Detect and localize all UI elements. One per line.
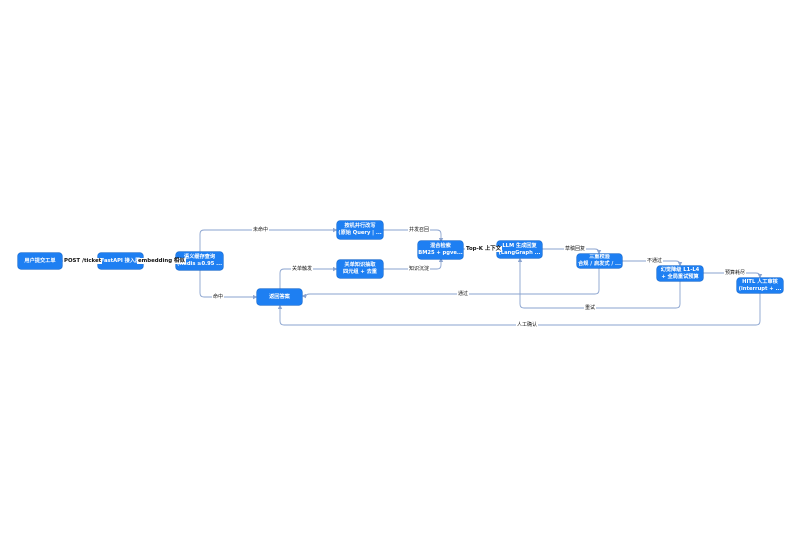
node-hybrid-retrieval[interactable]: 混合检索 BM25 + pgve... <box>418 241 463 259</box>
edge-halluc-llm <box>517 257 681 309</box>
edge-review3-halluc <box>622 260 683 267</box>
node-semantic-cache[interactable]: 语义缓存查询 (Redis ≥0.95 ... <box>176 252 223 270</box>
node-label-1: 关单知识抽取 <box>344 262 376 268</box>
node-label-2: (原始 Query | ... <box>338 230 382 236</box>
edge-label-not-pass: 不通过 <box>646 258 664 264</box>
edge-label-hit: 命中 <box>212 294 225 300</box>
node-label: 用户提交工单 <box>24 257 56 264</box>
node-query-rewrite[interactable]: 按机并行改写 (原始 Query | ... <box>337 221 383 239</box>
node-label-2: (interrupt + ... <box>738 285 782 292</box>
edge-semcache-return <box>199 270 258 300</box>
node-knowledge-extract[interactable]: 关单知识抽取 四元组 + 去重 <box>337 260 383 278</box>
node-label-1: 混合检索 <box>430 243 451 249</box>
edge-review3-return <box>301 268 600 299</box>
edge-label-topk: Top-K 上下文 <box>465 246 502 252</box>
node-label: FastAPI 接入层 <box>100 257 141 264</box>
edge-label-miss: 未命中 <box>252 227 270 233</box>
edge-label-knowledge-precip: 知识沉淀 <box>408 266 431 272</box>
node-label-2: (LangGraph ... <box>498 249 541 256</box>
edge-llm-review3 <box>542 248 602 255</box>
node-return-answer[interactable]: 返回答案 <box>257 289 302 305</box>
edge-label-post-ticket: POST /ticket <box>63 258 103 264</box>
edge-label-parallel-recall: 并发召回 <box>408 227 431 233</box>
edge-label-pass: 通过 <box>457 291 470 297</box>
node-hitl-review[interactable]: HITL 人工审核 (interrupt + ... <box>737 278 783 293</box>
node-label-1: 语义缓存查询 <box>183 254 216 260</box>
node-label-2: BM25 + pgve... <box>418 250 463 256</box>
node-label-2: 合规 / 启发式 / ... <box>578 261 621 267</box>
edge-label-close-trigger: 关单触发 <box>291 266 314 272</box>
node-label-1: 按机并行改写 <box>344 223 376 229</box>
node-label-1: 幻觉降级 L1-L4 <box>660 266 700 273</box>
node-label: 返回答案 <box>269 293 290 300</box>
edge-halluc-hitl <box>703 272 763 279</box>
edge-label-draft: 草稿回复 <box>564 246 587 252</box>
node-hallucination-fallback[interactable]: 幻觉降级 L1-L4 + 全局重试预算 <box>657 266 703 281</box>
edge-kgextract-hybrid <box>383 257 444 270</box>
node-label-2: 四元组 + 去重 <box>343 269 377 275</box>
edge-label-retry: 重试 <box>584 305 597 311</box>
node-label-1: 三重校验 <box>589 254 610 260</box>
edge-semcache-rewrite <box>199 227 338 252</box>
edge-label-human-confirm: 人工确认 <box>516 322 539 328</box>
edge-rewrite-hybrid <box>383 229 444 243</box>
node-submit-ticket[interactable]: 用户提交工单 <box>18 253 62 269</box>
edge-return-kgextract <box>279 266 338 290</box>
edge-label-embedding: embedding 相似 <box>137 258 186 264</box>
node-llm-generate[interactable]: LLM 生成回复 (LangGraph ... <box>497 241 542 258</box>
node-label-2: + 全局重试预算 <box>661 273 699 280</box>
node-triple-check[interactable]: 三重校验 合规 / 启发式 / ... <box>577 254 622 268</box>
node-fastapi[interactable]: FastAPI 接入层 <box>98 253 143 269</box>
edge-label-budget-exhausted: 预算耗尽 <box>724 270 747 276</box>
node-label-1: HITL 人工审核 <box>742 278 778 285</box>
node-label-1: LLM 生成回复 <box>502 242 537 249</box>
node-label-2: (Redis ≥0.95 ... <box>176 261 223 267</box>
